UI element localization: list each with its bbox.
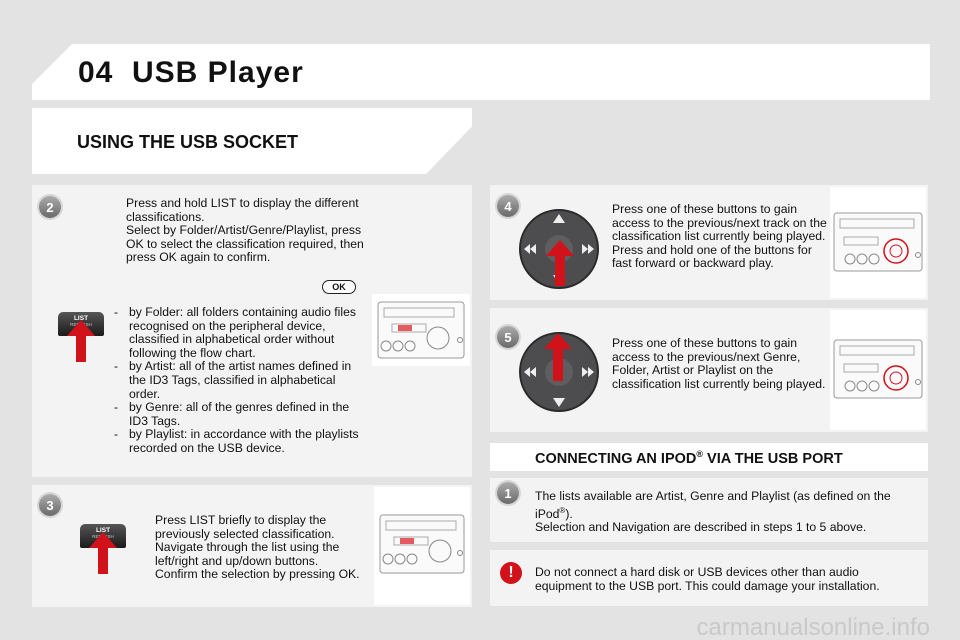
- ipod-title-suffix: VIA THE USB PORT: [703, 450, 843, 467]
- list-item: by Playlist: in accordance with the play…: [114, 427, 362, 455]
- radio-unit-icon: [833, 339, 923, 399]
- radio-illustration: [372, 294, 470, 366]
- radio-unit-icon: [377, 301, 465, 359]
- page-title: USB Player: [132, 56, 304, 89]
- step4-text: Press one of these buttons to gain acces…: [612, 202, 827, 271]
- list-key-label: LIST: [95, 527, 111, 534]
- up-arrow-icon: [544, 333, 572, 381]
- list-item: by Artist: all of the artist names defin…: [114, 360, 362, 401]
- watermark: carmanualsonline.info: [696, 614, 930, 640]
- radio-illustration: [830, 310, 926, 430]
- registered-mark: ®: [559, 505, 566, 515]
- step2-intro: Press and hold LIST to display the diffe…: [126, 196, 364, 265]
- ipod-section-header: [490, 443, 928, 471]
- radio-unit-icon: [379, 514, 465, 574]
- up-arrow-icon: [89, 532, 117, 574]
- warning-icon: !: [500, 562, 522, 584]
- ipod-section-title: CONNECTING AN IPOD® VIA THE USB PORT: [535, 449, 843, 467]
- step3-badge: 3: [39, 494, 61, 516]
- ok-button-icon: OK: [322, 280, 356, 294]
- ipod-text-part: ). Selection and Navigation are describe…: [535, 506, 867, 535]
- classification-list: by Folder: all folders containing audio …: [114, 305, 362, 456]
- section-title: USING THE USB SOCKET: [77, 132, 299, 152]
- ipod-title-text: CONNECTING AN IPOD: [535, 450, 697, 467]
- radio-illustration: [830, 187, 926, 298]
- ipod-text-part: The lists available are Artist, Genre an…: [535, 489, 891, 521]
- up-arrow-icon: [67, 320, 95, 362]
- list-item: by Genre: all of the genres defined in t…: [114, 400, 362, 428]
- step2-badge: 2: [39, 196, 61, 218]
- ipod-text: The lists available are Artist, Genre an…: [535, 489, 915, 535]
- step5-badge: 5: [497, 326, 519, 348]
- section-band: [32, 108, 472, 174]
- radio-illustration: [374, 487, 470, 605]
- step5-text: Press one of these buttons to gain acces…: [612, 336, 826, 391]
- list-key-label: LIST: [73, 315, 89, 322]
- step4-badge: 4: [497, 195, 519, 217]
- radio-unit-icon: [833, 212, 923, 272]
- registered-mark: ®: [696, 449, 704, 459]
- warning-text: Do not connect a hard disk or USB device…: [535, 565, 880, 593]
- chapter-header: [32, 44, 930, 100]
- up-arrow-icon: [546, 240, 574, 286]
- warning-panel: [490, 550, 928, 606]
- ipod-panel: [490, 478, 928, 542]
- list-item: by Folder: all folders containing audio …: [114, 305, 362, 360]
- step3-text: Press LIST briefly to display the previo…: [155, 513, 360, 582]
- chapter-number: 04: [78, 56, 114, 89]
- ipod-badge: 1: [497, 482, 519, 504]
